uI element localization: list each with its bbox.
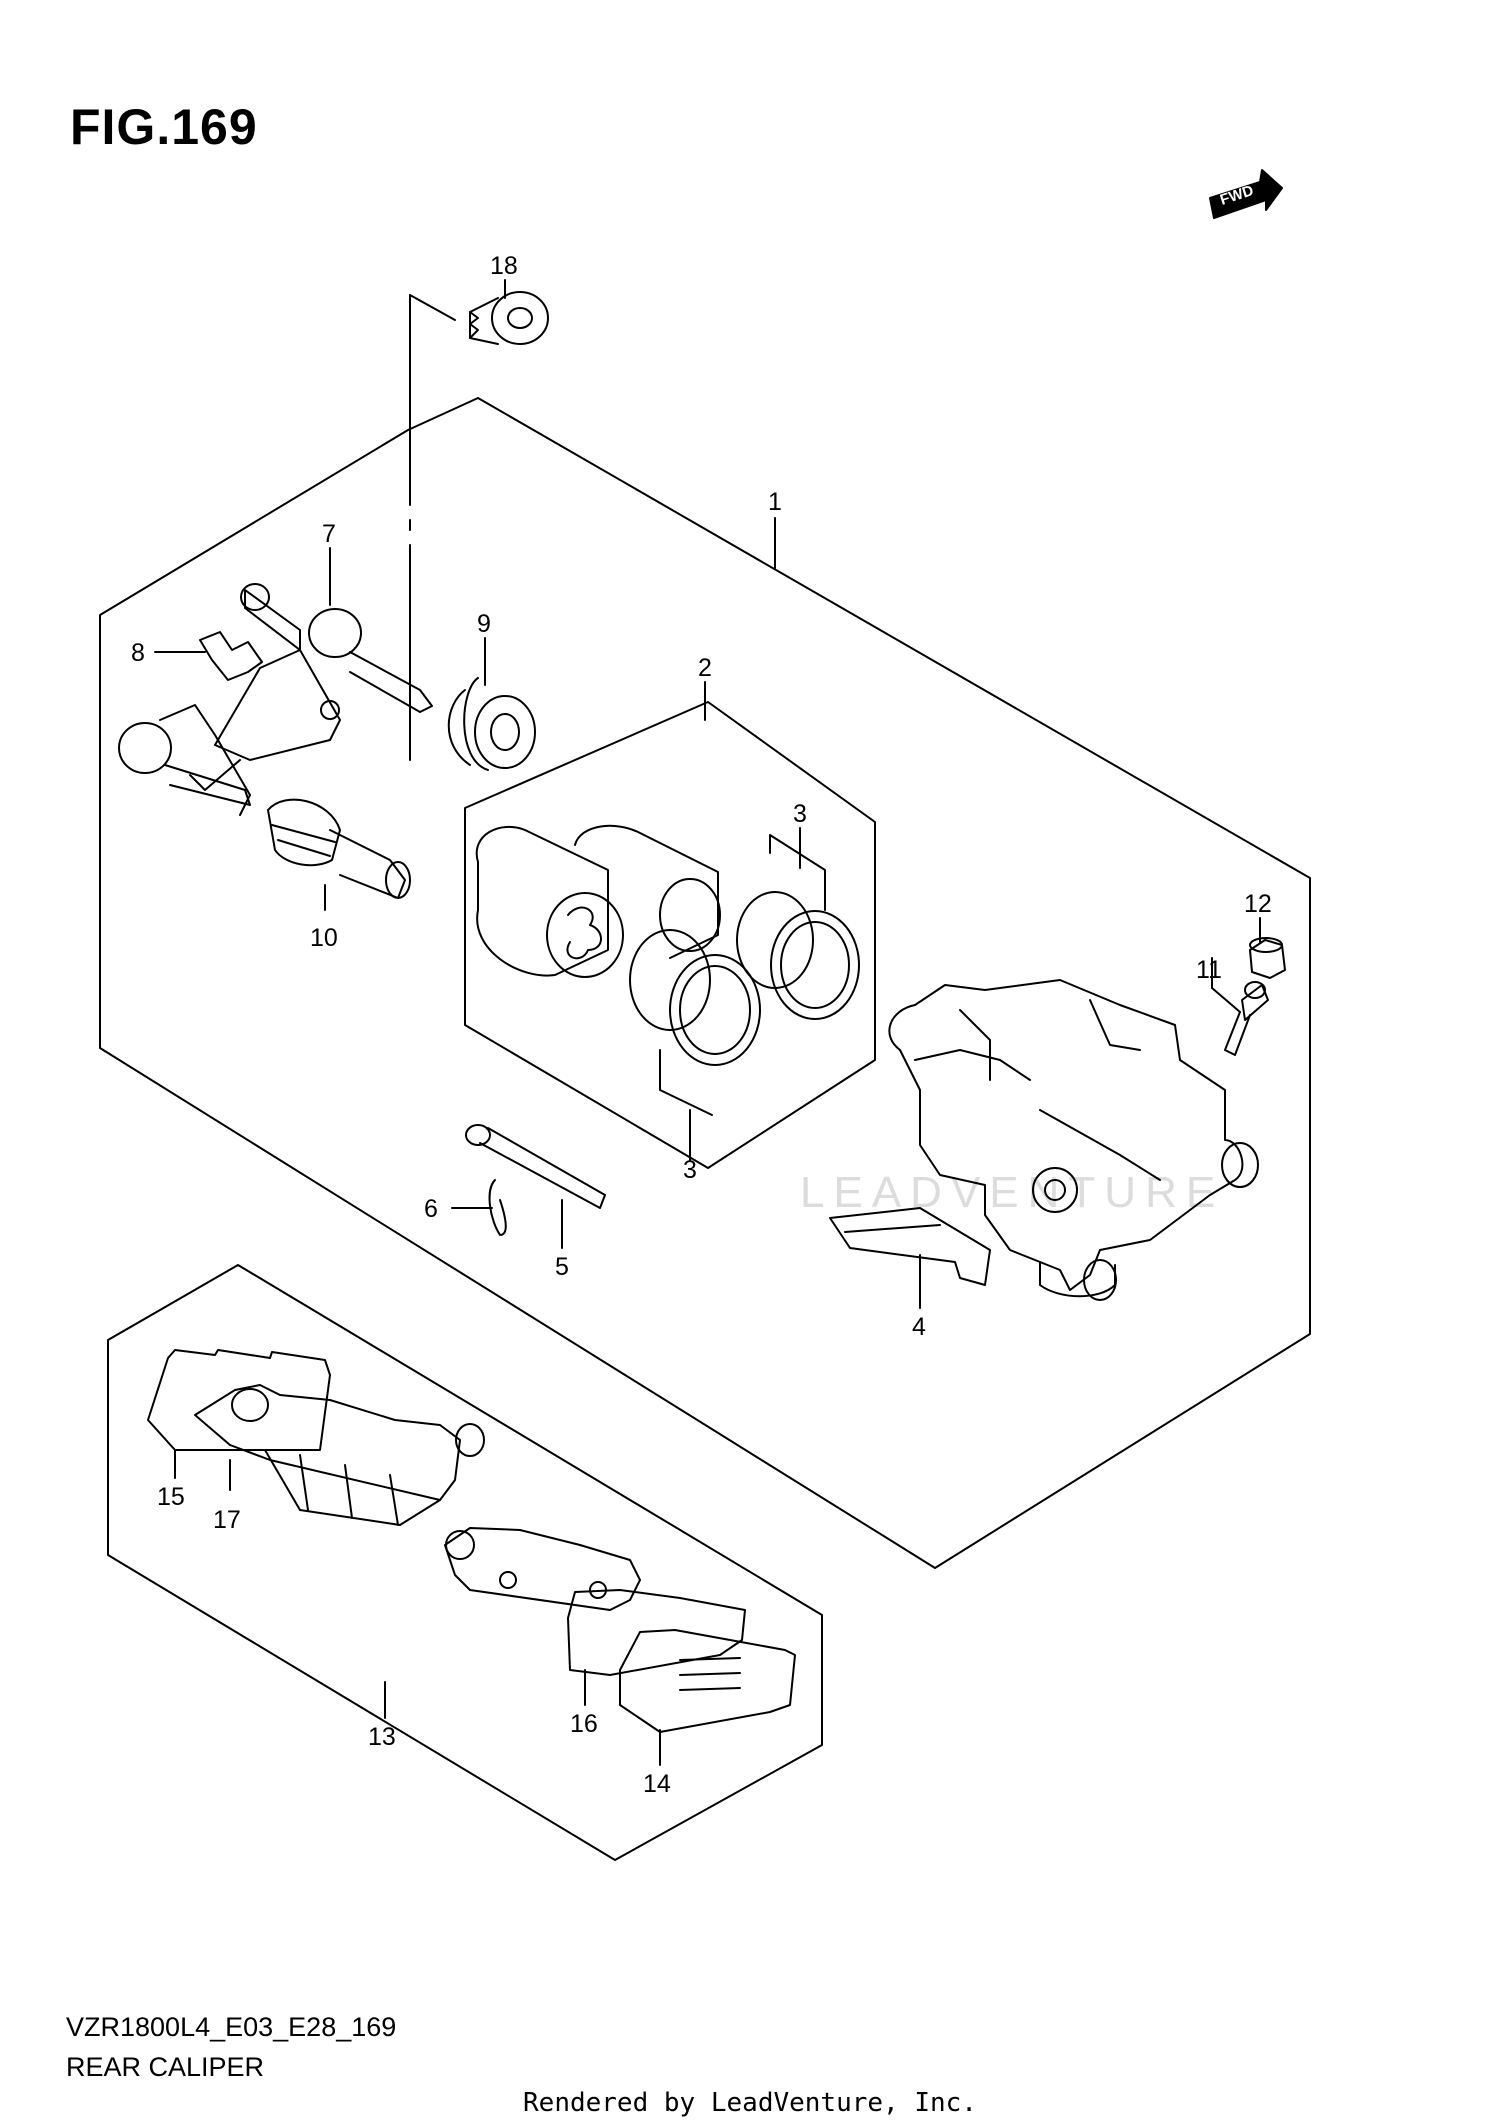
callout-18: 18 — [490, 252, 518, 280]
piston-seals-part-3 — [630, 835, 859, 1115]
diagram-code: VZR1800L4_E03_E28_169 — [66, 2012, 397, 2042]
caliper-assembly-frame — [99, 397, 1311, 1569]
brake-pad-part-17 — [195, 1385, 484, 1525]
forward-direction-badge: FWD — [1209, 169, 1283, 219]
piston-kit-frame — [464, 701, 876, 1169]
bleeder-valve-part-11 — [1225, 982, 1268, 1055]
brake-pad-shim-part-15 — [148, 1350, 330, 1450]
pad-pin-part-5 — [466, 1125, 605, 1208]
callout-labels: 1 2 3 3 4 5 6 7 8 9 10 11 12 13 14 15 16… — [131, 252, 1272, 1798]
callout-4: 4 — [912, 1313, 926, 1341]
callout-3-lower: 3 — [683, 1156, 697, 1184]
callout-7: 7 — [322, 520, 336, 548]
pin-clip-part-6 — [490, 1180, 506, 1235]
bleeder-cap-part-12 — [1250, 938, 1285, 978]
callout-14: 14 — [643, 1770, 671, 1798]
callout-3-upper: 3 — [793, 800, 807, 828]
slide-pin-part-7 — [119, 584, 432, 815]
callout-6: 6 — [424, 1195, 438, 1223]
brake-pad-shim-part-14 — [620, 1630, 795, 1732]
callout-9: 9 — [477, 610, 491, 638]
callout-16: 16 — [570, 1710, 598, 1738]
leader-lines — [154, 279, 1261, 1766]
render-credit: Rendered by LeadVenture, Inc. — [523, 2088, 977, 2118]
callout-17: 17 — [213, 1506, 241, 1534]
clip-part-8 — [200, 632, 262, 680]
brake-pad-set-frame — [107, 1264, 823, 1861]
pad-spring-part-4 — [830, 1208, 990, 1285]
callout-11: 11 — [1196, 956, 1222, 984]
callout-12: 12 — [1244, 890, 1272, 918]
callout-13: 13 — [368, 1723, 396, 1751]
boot-part-9 — [449, 678, 535, 770]
boot-pin-part-10 — [268, 800, 410, 898]
brake-pad-shim-part-16 — [568, 1590, 745, 1675]
callout-15: 15 — [157, 1483, 185, 1511]
watermark-text: LEADVENTURE — [800, 1168, 1225, 1217]
callout-5: 5 — [555, 1253, 569, 1281]
bolt-bracket-line — [409, 294, 456, 761]
brake-pad-part-16 — [445, 1528, 640, 1610]
diagram-name: REAR CALIPER — [66, 2052, 265, 2082]
caliper-body — [889, 980, 1258, 1300]
pistons-part-2 — [477, 826, 720, 977]
bolt-part-18 — [470, 292, 548, 344]
callout-10: 10 — [310, 924, 338, 952]
figure-title: FIG.169 — [70, 99, 258, 155]
callout-8: 8 — [131, 639, 145, 667]
callout-1: 1 — [768, 488, 782, 516]
callout-2: 2 — [698, 654, 712, 682]
